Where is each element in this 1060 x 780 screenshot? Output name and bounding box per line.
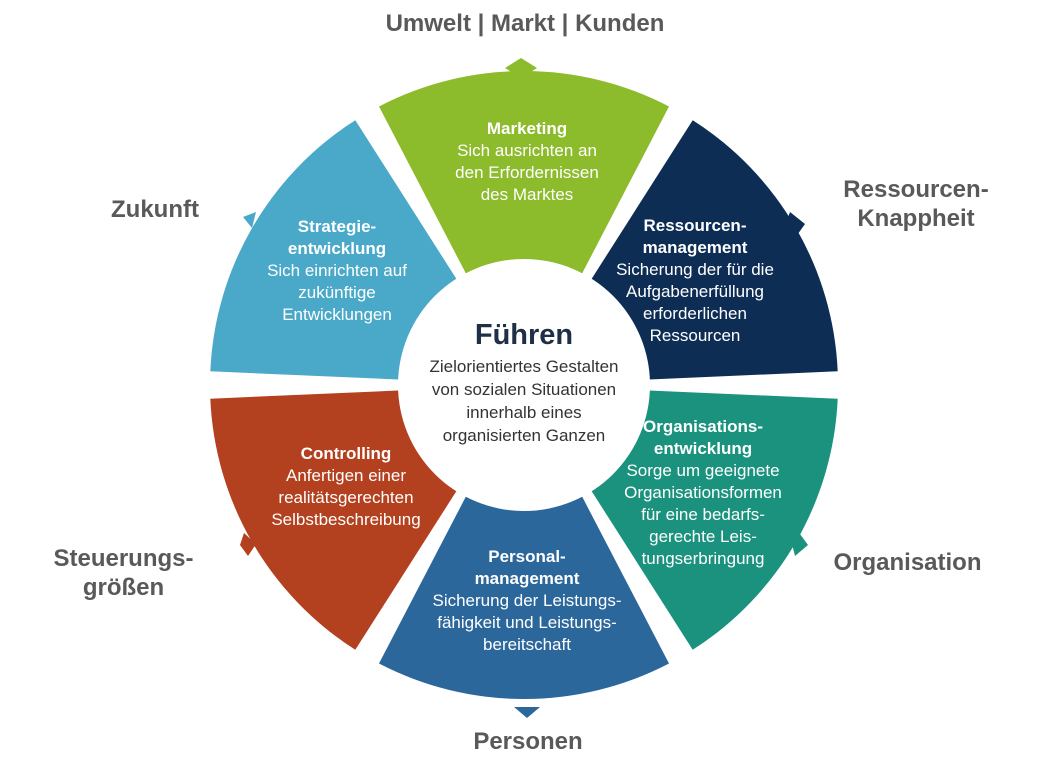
segment-personalmanagement-title-line-1: Personal- (488, 547, 565, 566)
segment-organisationsentwicklung-text-line-1: Sorge um geeignete (626, 461, 779, 480)
segment-organisationsentwicklung-title-line-1: Organisations- (643, 417, 763, 436)
segment-ressourcenmanagement-title-line-2: management (643, 238, 748, 257)
label-ressourcen-knappheit: Ressourcen- Knappheit (826, 175, 1006, 233)
marker-bottom (514, 707, 540, 718)
marker-bottom-right (791, 530, 808, 556)
segment-personalmanagement-title-line-2: management (475, 569, 580, 588)
label-organisation: Organisation (833, 549, 982, 576)
segment-ressourcenmanagement-text-line-3: erforderlichen (643, 304, 747, 323)
marker-bottom-left (240, 533, 256, 556)
segment-ressourcenmanagement-text-line-2: Aufgabenerfüllung (626, 282, 764, 301)
segment-organisationsentwicklung-text-line-3: für eine bedarfs- (641, 505, 765, 524)
label-steuerungsgroessen-line2: größen (82, 574, 165, 601)
label-ressourcen-knappheit-line2: Knappheit (857, 205, 975, 232)
segment-marketing (379, 71, 669, 329)
label-personen: Personen (473, 728, 583, 755)
segment-personalmanagement-text-line-1: Sicherung der Leistungs- (432, 591, 621, 610)
marker-top-right (785, 212, 805, 238)
segment-organisationsentwicklung-text-line-5: tungserbringung (642, 549, 765, 568)
segment-personalmanagement-text-line-3: bereitschaft (483, 635, 571, 654)
marker-top-left (243, 212, 256, 228)
center-text-line-2: von sozialen Situationen (432, 380, 616, 399)
segment-controlling-text-line-3: Selbstbeschreibung (271, 510, 420, 529)
center-text-line-1: Zielorientiertes Gestalten (430, 357, 619, 376)
segment-strategieentwicklung-text-line-2: zukünftige (298, 283, 376, 302)
segment-marketing-text-line-3: des Marktes (481, 185, 574, 204)
label-zukunft: Zukunft (111, 196, 199, 223)
center-text-line-4: organisierten Ganzen (443, 426, 606, 445)
segment-organisationsentwicklung-text-line-4: gerechte Leis- (649, 527, 757, 546)
segment-ressourcenmanagement-title-line-1: Ressourcen- (644, 216, 747, 235)
segment-marketing-text-line-2: den Erfordernissen (455, 163, 599, 182)
segment-ressourcenmanagement-text-line-4: Ressourcen (650, 326, 741, 345)
label-steuerungsgroessen-line1: Steuerungs- (53, 545, 194, 572)
segment-controlling-text-line-2: realitätsgerechten (278, 488, 413, 507)
segment-strategieentwicklung-text-line-1: Sich einrichten auf (267, 261, 407, 280)
segment-organisationsentwicklung-text-line-2: Organisationsformen (624, 483, 782, 502)
segment-personalmanagement (379, 441, 669, 699)
center-title: Führen (475, 319, 573, 351)
segment-marketing-title-line-1: Marketing (487, 119, 567, 138)
segment-marketing-text-line-1: Sich ausrichten an (457, 141, 597, 160)
label-ressourcen-knappheit-line1: Ressourcen- (843, 176, 989, 203)
segment-personalmanagement-text-line-2: fähigkeit und Leistungs- (437, 613, 617, 632)
marker-top (505, 58, 537, 78)
segment-organisationsentwicklung-title-line-2: entwicklung (654, 439, 752, 458)
segment-controlling-title-line-1: Controlling (301, 444, 392, 463)
segment-strategieentwicklung-text-line-3: Entwicklungen (282, 305, 392, 324)
segment-ressourcenmanagement-text-line-1: Sicherung der für die (616, 260, 774, 279)
center-text-line-3: innerhalb eines (466, 403, 581, 422)
segment-strategieentwicklung-title-line-1: Strategie- (298, 217, 376, 236)
center-circle (398, 259, 650, 511)
label-umwelt-markt-kunden: Umwelt | Markt | Kunden (385, 10, 665, 37)
label-steuerungsgroessen: Steuerungs- größen (36, 544, 211, 602)
segment-controlling-text-line-1: Anfertigen einer (286, 466, 406, 485)
segment-strategieentwicklung-title-line-2: entwicklung (288, 239, 386, 258)
